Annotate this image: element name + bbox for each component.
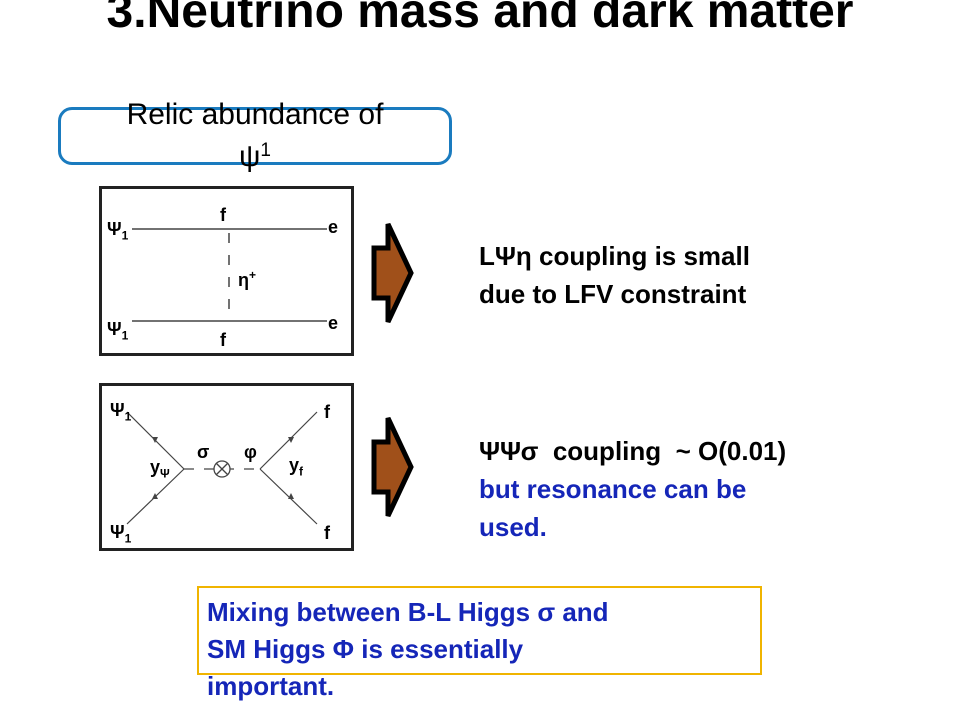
desc2-line3: used. [479, 512, 547, 542]
note-line2: SM Higgs Φ is essentially [207, 634, 524, 664]
arrow-head-3 [288, 437, 294, 443]
e-bottom-label: e [328, 313, 339, 333]
f-bottom-label: f [324, 523, 330, 543]
psi1-top-label: Ψ1 [107, 219, 129, 243]
subtitle-psi: ψ [239, 140, 261, 173]
subtitle-psi-index: 1 [260, 140, 271, 161]
subtitle-symbol: ψ1 [60, 133, 450, 175]
y-psi-coupling-label: yΨ [150, 457, 170, 481]
mixing-note: Mixing between B-L Higgs σ and SM Higgs … [207, 594, 747, 705]
e-top-label: e [328, 217, 339, 237]
note-line1: Mixing between B-L Higgs σ and [207, 597, 609, 627]
s-channel-lines [126, 411, 318, 525]
arrow-head-2 [152, 493, 158, 499]
desc1-line1: LΨη coupling is small [479, 241, 750, 271]
desc2-line1: ΨΨσ coupling ~ O(0.01) [479, 436, 787, 466]
right-arrow-icon [371, 222, 414, 324]
f-top-label: f [220, 205, 226, 225]
right-arrow-icon [371, 416, 414, 518]
f-out-bottom-line [259, 468, 318, 525]
page-title: 3.Neutrino mass and dark matter [106, 0, 854, 38]
note-line3: important. [207, 671, 335, 701]
f-bottom-label: f [220, 330, 226, 350]
y-f-coupling-label: yf [289, 455, 304, 479]
t-channel-description: LΨη coupling is small due to LFV constra… [479, 237, 939, 313]
psi1-bottom-label: Ψ1 [110, 522, 132, 546]
arrow-head-1 [152, 437, 158, 443]
subtitle-box [58, 107, 452, 165]
eta-plus-label: η+ [238, 268, 257, 290]
desc1-line2: due to LFV constraint [479, 279, 747, 309]
s-channel-description: ΨΨσ coupling ~ O(0.01) but resonance can… [479, 432, 939, 546]
sigma-label: σ [197, 442, 210, 462]
arrow-head-4 [288, 493, 294, 499]
psi1-bottom-label: Ψ1 [107, 319, 129, 343]
t-channel-lines [132, 228, 327, 322]
subtitle-text: Relic abundance of [126, 98, 384, 131]
note-box [197, 586, 762, 675]
desc2-line2: but resonance can be [479, 474, 747, 504]
psi1-top-label: Ψ1 [110, 400, 132, 424]
feynman-diagram-s-channel: Ψ1 Ψ1 f f σ φ yΨ yf [99, 383, 354, 551]
phi-label: φ [244, 442, 257, 462]
f-top-label: f [324, 402, 330, 422]
feynman-diagram-t-channel: Ψ1 Ψ1 f f e e η+ [99, 186, 354, 356]
f-out-top-line [259, 411, 318, 470]
